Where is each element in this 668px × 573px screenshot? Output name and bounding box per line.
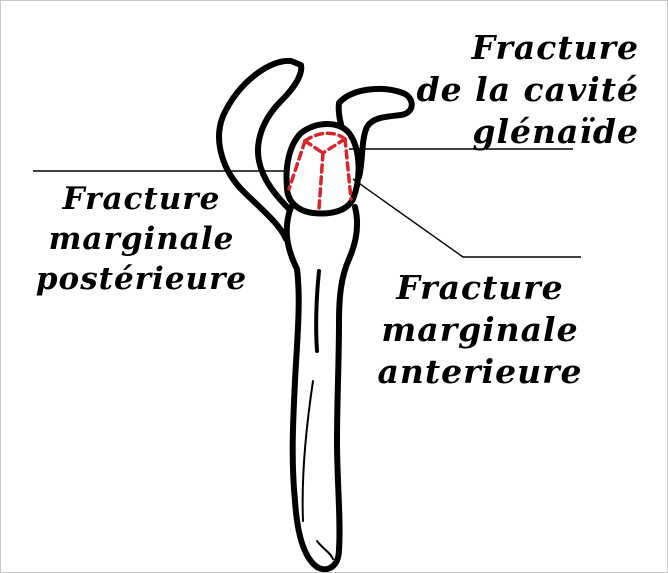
label-glenoid-line1: Fracture (413, 27, 639, 69)
label-anterior-line1: Fracture (366, 267, 594, 309)
label-posterior-line1: Fracture (34, 179, 249, 219)
label-glenoid-line2: de la cavité (413, 69, 639, 111)
label-anterior-line2: marginale (366, 309, 594, 351)
label-glenoid-fracture: Fracture de la cavité glénaïde (413, 27, 639, 153)
label-anterior-fracture: Fracture marginale anterieure (366, 267, 594, 393)
leader-anterior (353, 179, 581, 257)
scapula-blade-outline (287, 207, 357, 569)
label-anterior-line3: anterieure (366, 351, 594, 393)
label-posterior-line2: marginale (34, 219, 249, 259)
label-posterior-line3: postérieure (34, 259, 249, 299)
label-glenoid-line3: glénaïde (413, 111, 639, 153)
label-posterior-fracture: Fracture marginale postérieure (34, 179, 249, 299)
